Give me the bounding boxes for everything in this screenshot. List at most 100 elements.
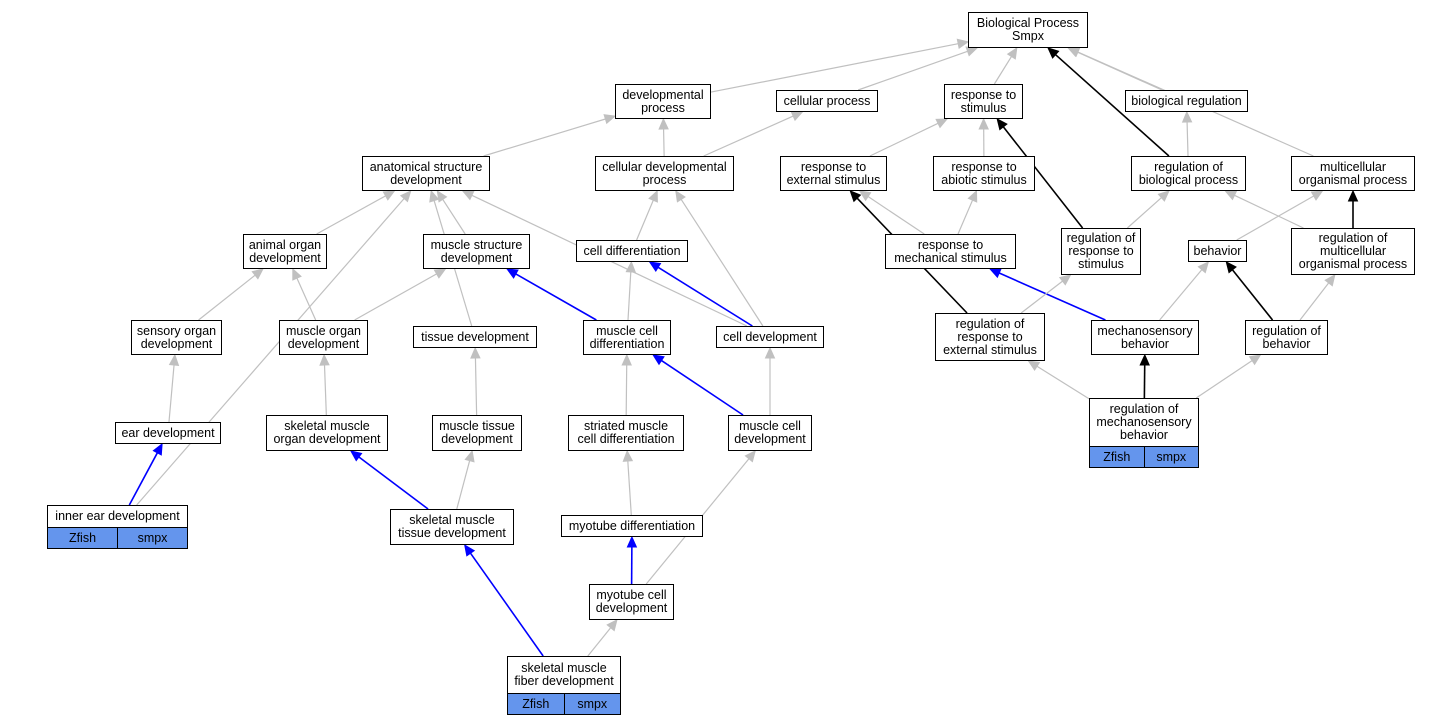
edge-arrowhead [168, 353, 180, 366]
edge-line [442, 199, 466, 235]
node-dev-process[interactable]: developmental process [615, 84, 711, 119]
node-label: myotube differentiation [568, 518, 696, 533]
node-tissue-dev[interactable]: tissue development [413, 326, 537, 348]
edge-reg_multicellular-to-reg_bio_process [1224, 190, 1304, 229]
node-muscle-tissue-dev[interactable]: muscle tissue development [432, 415, 522, 451]
node-resp-external[interactable]: response to external stimulus [780, 156, 887, 191]
edge-arrowhead [648, 189, 658, 203]
edge-line [857, 50, 968, 91]
edge-resp_external-to-response_stimulus [869, 118, 949, 157]
node-reg-resp-stimulus[interactable]: regulation of response to stimulus [1061, 228, 1141, 275]
edge-reg_mechanosensory-to-reg_behavior [1195, 354, 1262, 399]
edge-line [662, 128, 665, 157]
edge-animal_organ_dev-to-anat_struct_dev [316, 190, 396, 235]
annotation-zfish[interactable]: Zfish [508, 694, 564, 714]
node-label: anatomical structure development [369, 159, 483, 187]
node-label: response to stimulus [950, 87, 1017, 115]
node-label: Biological Process Smpx [976, 16, 1080, 43]
node-label: regulation of response to external stimu… [943, 316, 1037, 357]
edge-muscle_cell_diff-to-muscle_struct_dev [506, 268, 597, 321]
edge-line [587, 627, 612, 657]
edge-skel_muscle_tissue_dev-to-muscle_tissue_dev [456, 449, 475, 510]
edge-arrowhead [967, 189, 978, 203]
node-resp-abiotic[interactable]: response to abiotic stimulus [933, 156, 1035, 191]
annotation-gene[interactable]: smpx [563, 694, 620, 714]
node-resp-mechanical[interactable]: response to mechanical stimulus [885, 234, 1016, 269]
node-label: skeletal muscle organ development [273, 419, 381, 446]
node-muscle-organ-dev[interactable]: muscle organ development [279, 320, 368, 355]
edge-muscle_cell_dev-to-muscle_cell_diff [652, 354, 744, 416]
edge-reg_behavior-to-behavior [1225, 261, 1274, 321]
node-myotube-cell-dev[interactable]: myotube cell development [589, 584, 674, 620]
node-cell-development[interactable]: cell development [716, 326, 824, 348]
edge-line [358, 456, 429, 510]
node-skel-muscle-tissue-dev[interactable]: skeletal muscle tissue development [390, 509, 514, 545]
edge-resp_abiotic-to-response_stimulus [978, 117, 989, 157]
edge-sensory_organ_dev-to-animal_organ_dev [198, 268, 264, 321]
edge-cell_development-to-cell_diff [648, 261, 753, 327]
edge-reg_resp_external-to-reg_resp_stimulus [1020, 274, 1072, 314]
node-muscle-cell-diff[interactable]: muscle cell differentiation [583, 320, 671, 355]
edge-arrowhead [251, 268, 264, 280]
node-reg-multicellular[interactable]: regulation of multicellular organismal p… [1291, 228, 1415, 275]
node-label: response to mechanical stimulus [894, 237, 1007, 265]
node-cellular-process[interactable]: cellular process [776, 90, 878, 112]
node-ear-dev[interactable]: ear development [115, 422, 221, 444]
node-skel-muscle-fiber-dev[interactable]: skeletal muscle fiber development Zfish … [507, 656, 621, 715]
node-myotube-diff[interactable]: myotube differentiation [561, 515, 703, 537]
edge-arrowhead [1027, 360, 1041, 372]
edge-arrowhead [1181, 110, 1193, 123]
node-multicellular[interactable]: multicellular organismal process [1291, 156, 1415, 191]
edge-arrowhead [463, 544, 476, 557]
edge-arrowhead [1248, 354, 1262, 366]
node-muscle-struct-dev[interactable]: muscle structure development [423, 234, 530, 269]
edge-arrowhead [433, 268, 447, 279]
node-reg-behavior[interactable]: regulation of behavior [1245, 320, 1328, 355]
node-bio-regulation[interactable]: biological regulation [1125, 90, 1248, 112]
node-reg-resp-external[interactable]: regulation of response to external stimu… [935, 313, 1045, 361]
node-mechanosensory[interactable]: mechanosensory behavior [1091, 320, 1199, 355]
node-behavior[interactable]: behavior [1188, 240, 1247, 262]
edge-arrowhead [658, 117, 669, 130]
node-label: regulation of behavior [1252, 323, 1321, 351]
edge-arrowhead [652, 354, 665, 366]
annotation-gene[interactable]: smpx [117, 528, 187, 548]
node-label: sensory organ development [136, 323, 217, 351]
edge-arrowhead [399, 190, 412, 203]
annotation-zfish[interactable]: Zfish [48, 528, 117, 548]
edge-mechanosensory-to-behavior [1159, 261, 1210, 321]
edge-myotube_diff-to-striated_diff [622, 449, 634, 516]
node-anat-struct-dev[interactable]: anatomical structure development [362, 156, 490, 191]
node-animal-organ-dev[interactable]: animal organ development [243, 234, 327, 269]
node-cell-diff[interactable]: cell differentiation [576, 240, 688, 262]
edge-arrowhead [621, 353, 632, 366]
edge-arrowhead [849, 190, 862, 203]
edge-line [1002, 126, 1084, 229]
node-label: biological regulation [1131, 93, 1242, 108]
edge-inner_ear_dev-to-anat_struct_dev [136, 190, 412, 506]
node-striated-diff[interactable]: striated muscle cell differentiation [568, 415, 684, 451]
node-muscle-cell-dev[interactable]: muscle cell development [728, 415, 812, 451]
node-reg-mechanosensory[interactable]: regulation of mechanosensory behavior Zf… [1089, 398, 1199, 468]
edge-response_stimulus-to-root [993, 46, 1018, 85]
annotation-zfish[interactable]: Zfish [1090, 447, 1144, 467]
node-cell-dev-process[interactable]: cellular developmental process [595, 156, 734, 191]
node-root[interactable]: Biological Process Smpx [968, 12, 1088, 48]
edge-arrowhead [461, 190, 475, 201]
edge-line [1231, 269, 1274, 321]
node-inner-ear-dev[interactable]: inner ear development Zfish smpx [47, 505, 188, 549]
edge-line [657, 266, 753, 327]
edge-line [1186, 121, 1189, 157]
annotation-gene[interactable]: smpx [1143, 447, 1198, 467]
edge-reg_behavior-to-reg_multicellular [1299, 274, 1336, 321]
edge-reg_bio_process-to-root [1047, 47, 1170, 157]
node-skel-muscle-organ-dev[interactable]: skeletal muscle organ development [266, 415, 388, 451]
edge-arrowhead [764, 346, 776, 359]
edge-arrowhead [382, 190, 396, 201]
node-response-stimulus[interactable]: response to stimulus [944, 84, 1023, 119]
edge-line [1159, 269, 1203, 321]
node-sensory-organ-dev[interactable]: sensory organ development [131, 320, 222, 355]
node-reg-bio-process[interactable]: regulation of biological process [1131, 156, 1246, 191]
